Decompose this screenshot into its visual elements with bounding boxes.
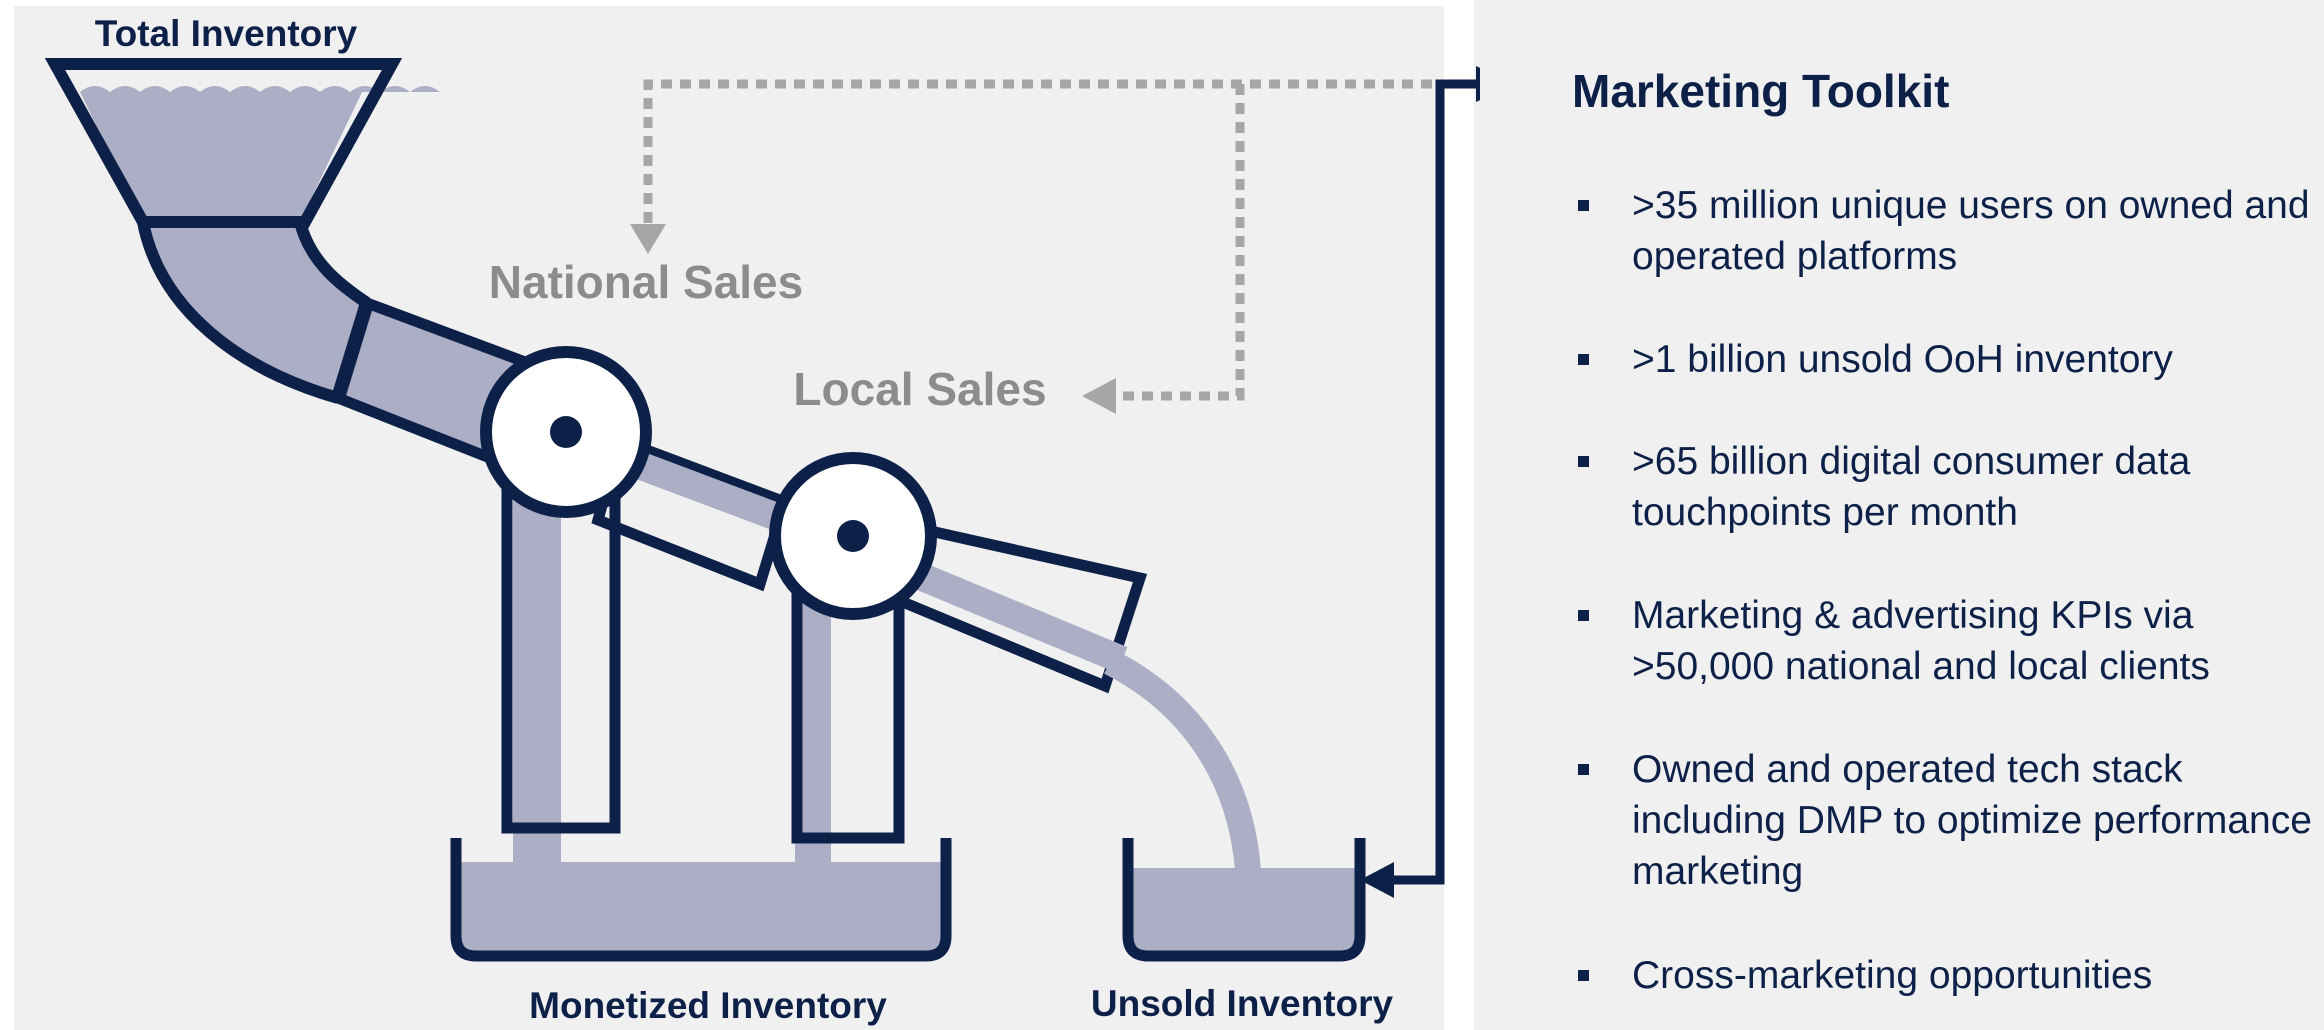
elbow-outline xyxy=(294,220,371,308)
toolkit-bullet: Owned and operated tech stack including … xyxy=(1572,744,2312,897)
toolkit-bullet: Cross-marketing opportunities xyxy=(1572,950,2312,1001)
toolkit-bullet: >35 million unique users on owned and op… xyxy=(1572,180,2312,282)
bullet-marker xyxy=(1578,970,1589,981)
bullet-text: >1 billion unsold OoH inventory xyxy=(1632,338,2173,381)
feedback-loop-line xyxy=(1378,79,1478,885)
unsold-bucket-fill xyxy=(1130,868,1358,954)
local-sales-dotted-line xyxy=(1112,84,1245,401)
feedback-arrowhead-right xyxy=(1476,66,1480,102)
local-sales-label: Local Sales xyxy=(793,363,1046,415)
monetized-bucket-outline xyxy=(450,838,952,962)
toolkit-bullet: >65 billion digital consumer data touchp… xyxy=(1572,436,2312,538)
wheel-2-hub xyxy=(837,520,869,552)
bullet-marker xyxy=(1578,610,1589,621)
bullet-text: Owned and operated tech stack including … xyxy=(1632,748,2312,893)
bullet-marker xyxy=(1578,200,1589,211)
unsold-bucket-outline xyxy=(1122,838,1366,962)
local-sales-arrowhead xyxy=(1082,378,1116,414)
monetized-inventory-label: Monetized Inventory xyxy=(529,985,887,1026)
elbow-outline-outer xyxy=(137,220,340,404)
drip-stripe-1 xyxy=(513,470,561,870)
hopper-contents xyxy=(80,86,440,222)
toolkit-panel xyxy=(1474,0,2324,1030)
bullet-marker xyxy=(1578,354,1589,365)
bullet-text: >65 billion digital consumer data touchp… xyxy=(1632,440,2191,534)
inventory-funnel-diagram: Total Inventory National Sales Local Sal… xyxy=(44,13,1480,1026)
overflow-stream xyxy=(1104,650,1261,872)
elbow-joint-line xyxy=(331,300,374,401)
bullet-text: Marketing & advertising KPIs via >50,000… xyxy=(1632,594,2210,688)
national-sales-arrowhead xyxy=(630,224,666,254)
national-sales-label: National Sales xyxy=(489,256,803,308)
national-sales-dotted-line xyxy=(643,79,1432,232)
monetized-bucket-fill xyxy=(458,862,944,954)
feedback-arrowhead-left xyxy=(1360,862,1394,898)
toolkit-title: Marketing Toolkit xyxy=(1572,65,1950,117)
bullet-marker xyxy=(1578,764,1589,775)
bullet-text: >35 million unique users on owned and op… xyxy=(1632,184,2310,278)
toolkit-bullet: Marketing & advertising KPIs via >50,000… xyxy=(1572,590,2312,692)
toolkit-bullet: >1 billion unsold OoH inventory xyxy=(1572,334,2312,385)
bullet-marker xyxy=(1578,456,1589,467)
unsold-inventory-label: Unsold Inventory xyxy=(1091,983,1394,1024)
elbow-pipe-fill xyxy=(143,222,367,398)
wheel-1-hub xyxy=(550,416,582,448)
bullet-text: Cross-marketing opportunities xyxy=(1632,954,2153,997)
total-inventory-label: Total Inventory xyxy=(95,13,358,54)
